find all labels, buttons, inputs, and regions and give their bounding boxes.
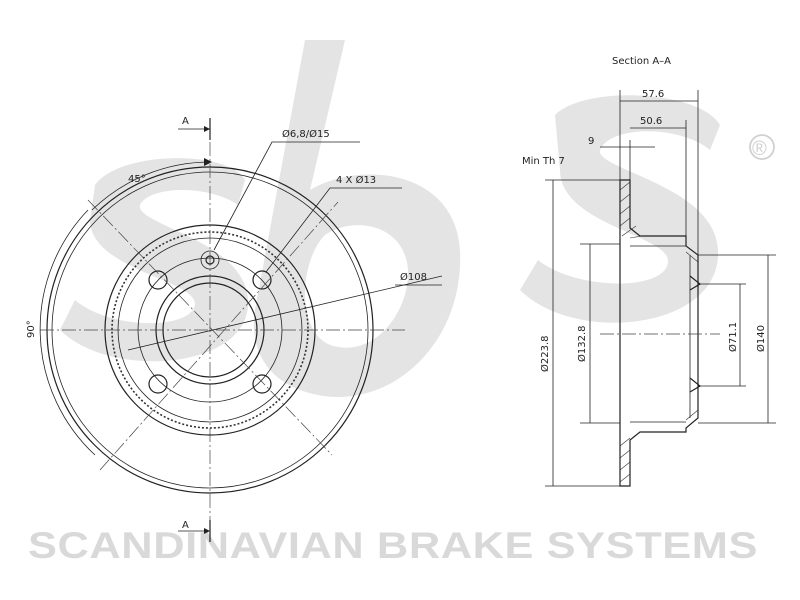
front-view: A A 45° 90° Ø6,8/Ø15 4 X Ø13 Ø108 <box>26 116 443 542</box>
company-name-watermark: SCANDINAVIAN BRAKE SYSTEMS <box>28 525 758 566</box>
hole-label: Ø6,8/Ø15 <box>282 128 330 140</box>
bolt-hole <box>252 270 272 290</box>
dim-total-width: 57.6 <box>642 89 664 100</box>
min-thickness: Min Th 7 <box>522 156 565 167</box>
registered-mark: ® <box>752 138 767 160</box>
bolt-hole <box>252 374 272 394</box>
angle-arc-90 <box>39 209 96 456</box>
angle-arrowhead <box>204 158 212 166</box>
section-marker-top: A <box>182 116 189 127</box>
registered-circle <box>749 134 775 160</box>
friction-ring-profile <box>619 179 699 487</box>
leader-pin-hole <box>213 141 360 251</box>
dim-thickness: 9 <box>588 136 594 147</box>
angle-label-45: 45° <box>128 174 146 185</box>
section-arrowhead-bottom <box>204 528 210 534</box>
angle-arc-45 <box>91 161 211 211</box>
section-arrowhead-top <box>204 126 210 132</box>
pcd-label: Ø108 <box>400 271 427 283</box>
dim-outer-diameter: Ø223.8 <box>539 336 551 373</box>
diagonal-centerline <box>87 199 333 456</box>
leader-bolt <box>265 187 402 273</box>
section-hatching <box>619 181 699 483</box>
angle-label-90: 90° <box>26 320 37 338</box>
bolt-label: 4 X Ø13 <box>336 174 376 186</box>
sbs-watermark-logo: ® <box>60 40 775 398</box>
section-view: Section A–A 57. <box>522 56 776 487</box>
dim-center-bore: Ø71.1 <box>727 322 739 352</box>
dim-hat-depth: 50.6 <box>640 116 662 127</box>
dim-hat-diameter: Ø140 <box>755 325 767 352</box>
section-marker-bottom: A <box>182 520 189 531</box>
bolt-hole <box>148 270 168 290</box>
dim-friction-inner: Ø132.8 <box>576 326 588 363</box>
leader-pcd <box>127 275 443 351</box>
section-title: Section A–A <box>612 56 671 67</box>
diagonal-centerline <box>99 201 339 471</box>
bolt-hole <box>148 374 168 394</box>
